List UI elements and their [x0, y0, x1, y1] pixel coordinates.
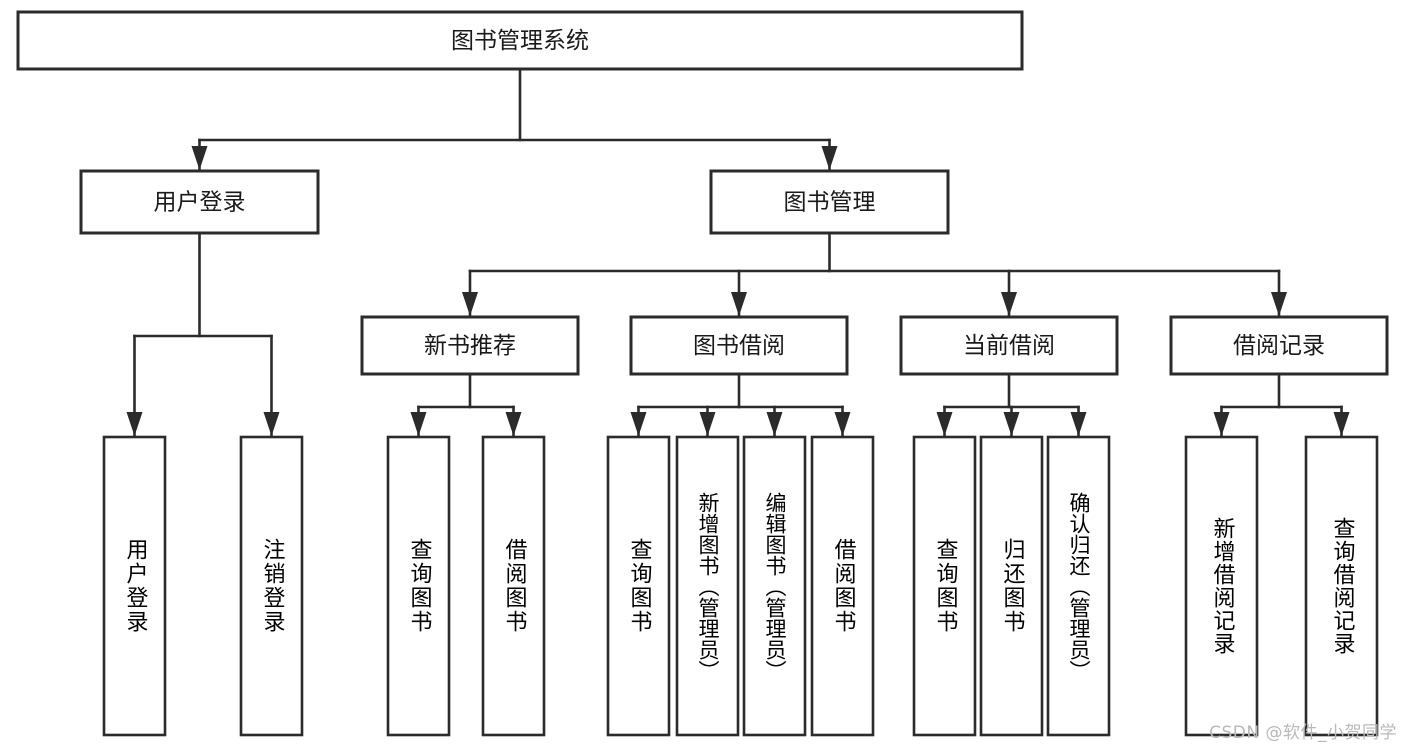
node-level3-box-0[interactable]: [360, 315, 580, 376]
node-level3-label-3: 借阅记录: [1233, 333, 1325, 359]
record-leaves-arrow-0: [1213, 412, 1230, 436]
node-leaf-box-9[interactable]: [979, 435, 1044, 737]
books-to-level3-arrow-0: [462, 292, 478, 316]
node-leaf-box-5[interactable]: [675, 435, 740, 737]
watermark-text: CSDN @软件_小贺同学: [1209, 723, 1397, 743]
borrow-leaves-arrow-0: [630, 412, 647, 436]
node-root-label: 图书管理系统: [451, 28, 589, 54]
root-to-level2-arrow-0: [191, 146, 208, 170]
node-level3-box-3[interactable]: [1169, 315, 1389, 376]
record-leaves-arrow-1: [1333, 412, 1350, 436]
node-level2-label-0: 用户登录: [154, 190, 246, 216]
node-leaf-box-0[interactable]: [102, 435, 167, 737]
borrow-leaves-arrow-3: [834, 412, 851, 436]
login-leaves-arrow-1: [263, 412, 280, 436]
node-leaf-box-1[interactable]: [239, 435, 304, 737]
books-to-level3-arrow-3: [1271, 292, 1287, 316]
newbook-leaves-arrow-0: [410, 412, 427, 436]
newbook-leaves-arrow-1: [505, 412, 522, 436]
node-level2-box-1[interactable]: [709, 169, 950, 235]
node-leaf-box-2[interactable]: [386, 435, 451, 737]
current-leaves-arrow-0: [936, 412, 953, 436]
node-leaf-box-12[interactable]: [1304, 435, 1379, 737]
node-leaf-box-10[interactable]: [1046, 435, 1111, 737]
boxes-layer: [16, 10, 1389, 737]
root-to-level2-arrow-1: [821, 146, 838, 170]
login-leaves-arrow-0: [126, 412, 143, 436]
node-leaf-box-6[interactable]: [742, 435, 807, 737]
current-leaves-arrow-1: [1003, 412, 1020, 436]
books-to-level3-arrow-1: [731, 292, 747, 316]
node-level3-label-2: 当前借阅: [963, 333, 1055, 359]
node-root-box[interactable]: [16, 10, 1024, 71]
node-leaf-box-11[interactable]: [1184, 435, 1259, 737]
borrow-leaves-arrow-1: [699, 412, 716, 436]
node-leaf-box-3[interactable]: [481, 435, 546, 737]
current-leaves-arrow-2: [1070, 412, 1087, 436]
books-to-level3-arrow-2: [1001, 292, 1017, 316]
connectors-layer: [126, 67, 1350, 437]
node-leaf-box-7[interactable]: [810, 435, 875, 737]
node-level2-box-0[interactable]: [79, 169, 320, 235]
node-level2-label-1: 图书管理: [784, 190, 876, 216]
node-level3-box-2[interactable]: [899, 315, 1119, 376]
node-level3-box-1[interactable]: [629, 315, 849, 376]
borrow-leaves-arrow-2: [766, 412, 783, 436]
node-level3-label-1: 图书借阅: [693, 333, 785, 359]
node-leaf-box-4[interactable]: [606, 435, 671, 737]
node-leaf-box-8[interactable]: [912, 435, 977, 737]
node-level3-label-0: 新书推荐: [424, 333, 516, 359]
